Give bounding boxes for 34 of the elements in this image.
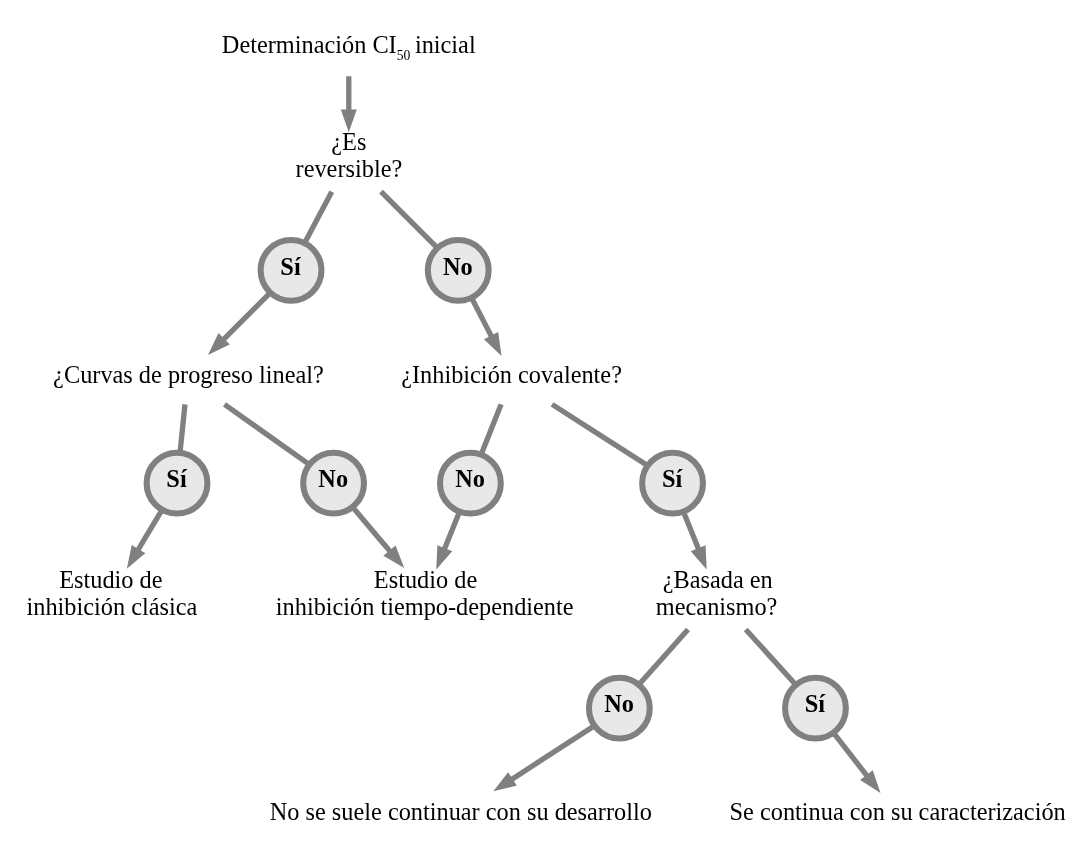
node-circle: Sí xyxy=(257,236,325,304)
node-circle: Sí xyxy=(143,449,211,517)
connector xyxy=(637,627,690,687)
node-circle: Sí xyxy=(639,449,706,517)
arrow xyxy=(350,505,405,569)
node-text: Estudio de inhibición tiempo-dependiente xyxy=(275,565,574,621)
node-text: ¿Inhibición covalente? xyxy=(401,360,622,388)
arrow xyxy=(493,723,596,792)
connector xyxy=(222,402,311,467)
node-text: Determinación CI$_{50}$ inicial xyxy=(221,30,476,64)
node-text: Se continua con su caracterización xyxy=(729,798,1066,826)
connector xyxy=(550,402,649,468)
node-circle: No xyxy=(424,236,492,304)
node-text: Estudio de inhibición clásica xyxy=(26,565,198,621)
arrow xyxy=(469,296,502,356)
arrow xyxy=(436,510,462,570)
arrow xyxy=(208,290,272,355)
node-text: ¿Curvas de progreso lineal? xyxy=(53,360,324,388)
arrow xyxy=(681,510,707,570)
node-circle: No xyxy=(300,449,368,517)
connector xyxy=(177,404,188,453)
arrow xyxy=(340,76,357,133)
node-text: ¿Basada en mecanismo? xyxy=(655,565,778,621)
node-circle: No xyxy=(436,449,504,517)
connector xyxy=(379,189,440,250)
connector xyxy=(302,190,335,245)
node-text: ¿Es reversible? xyxy=(295,127,403,183)
node-circle: No xyxy=(585,674,653,742)
arrow xyxy=(126,508,165,569)
node-text: No se suele continuar con su desarrollo xyxy=(269,798,652,826)
connector xyxy=(478,403,504,456)
node-circle: Sí xyxy=(782,674,849,742)
connector xyxy=(743,627,798,687)
arrow xyxy=(831,731,881,794)
